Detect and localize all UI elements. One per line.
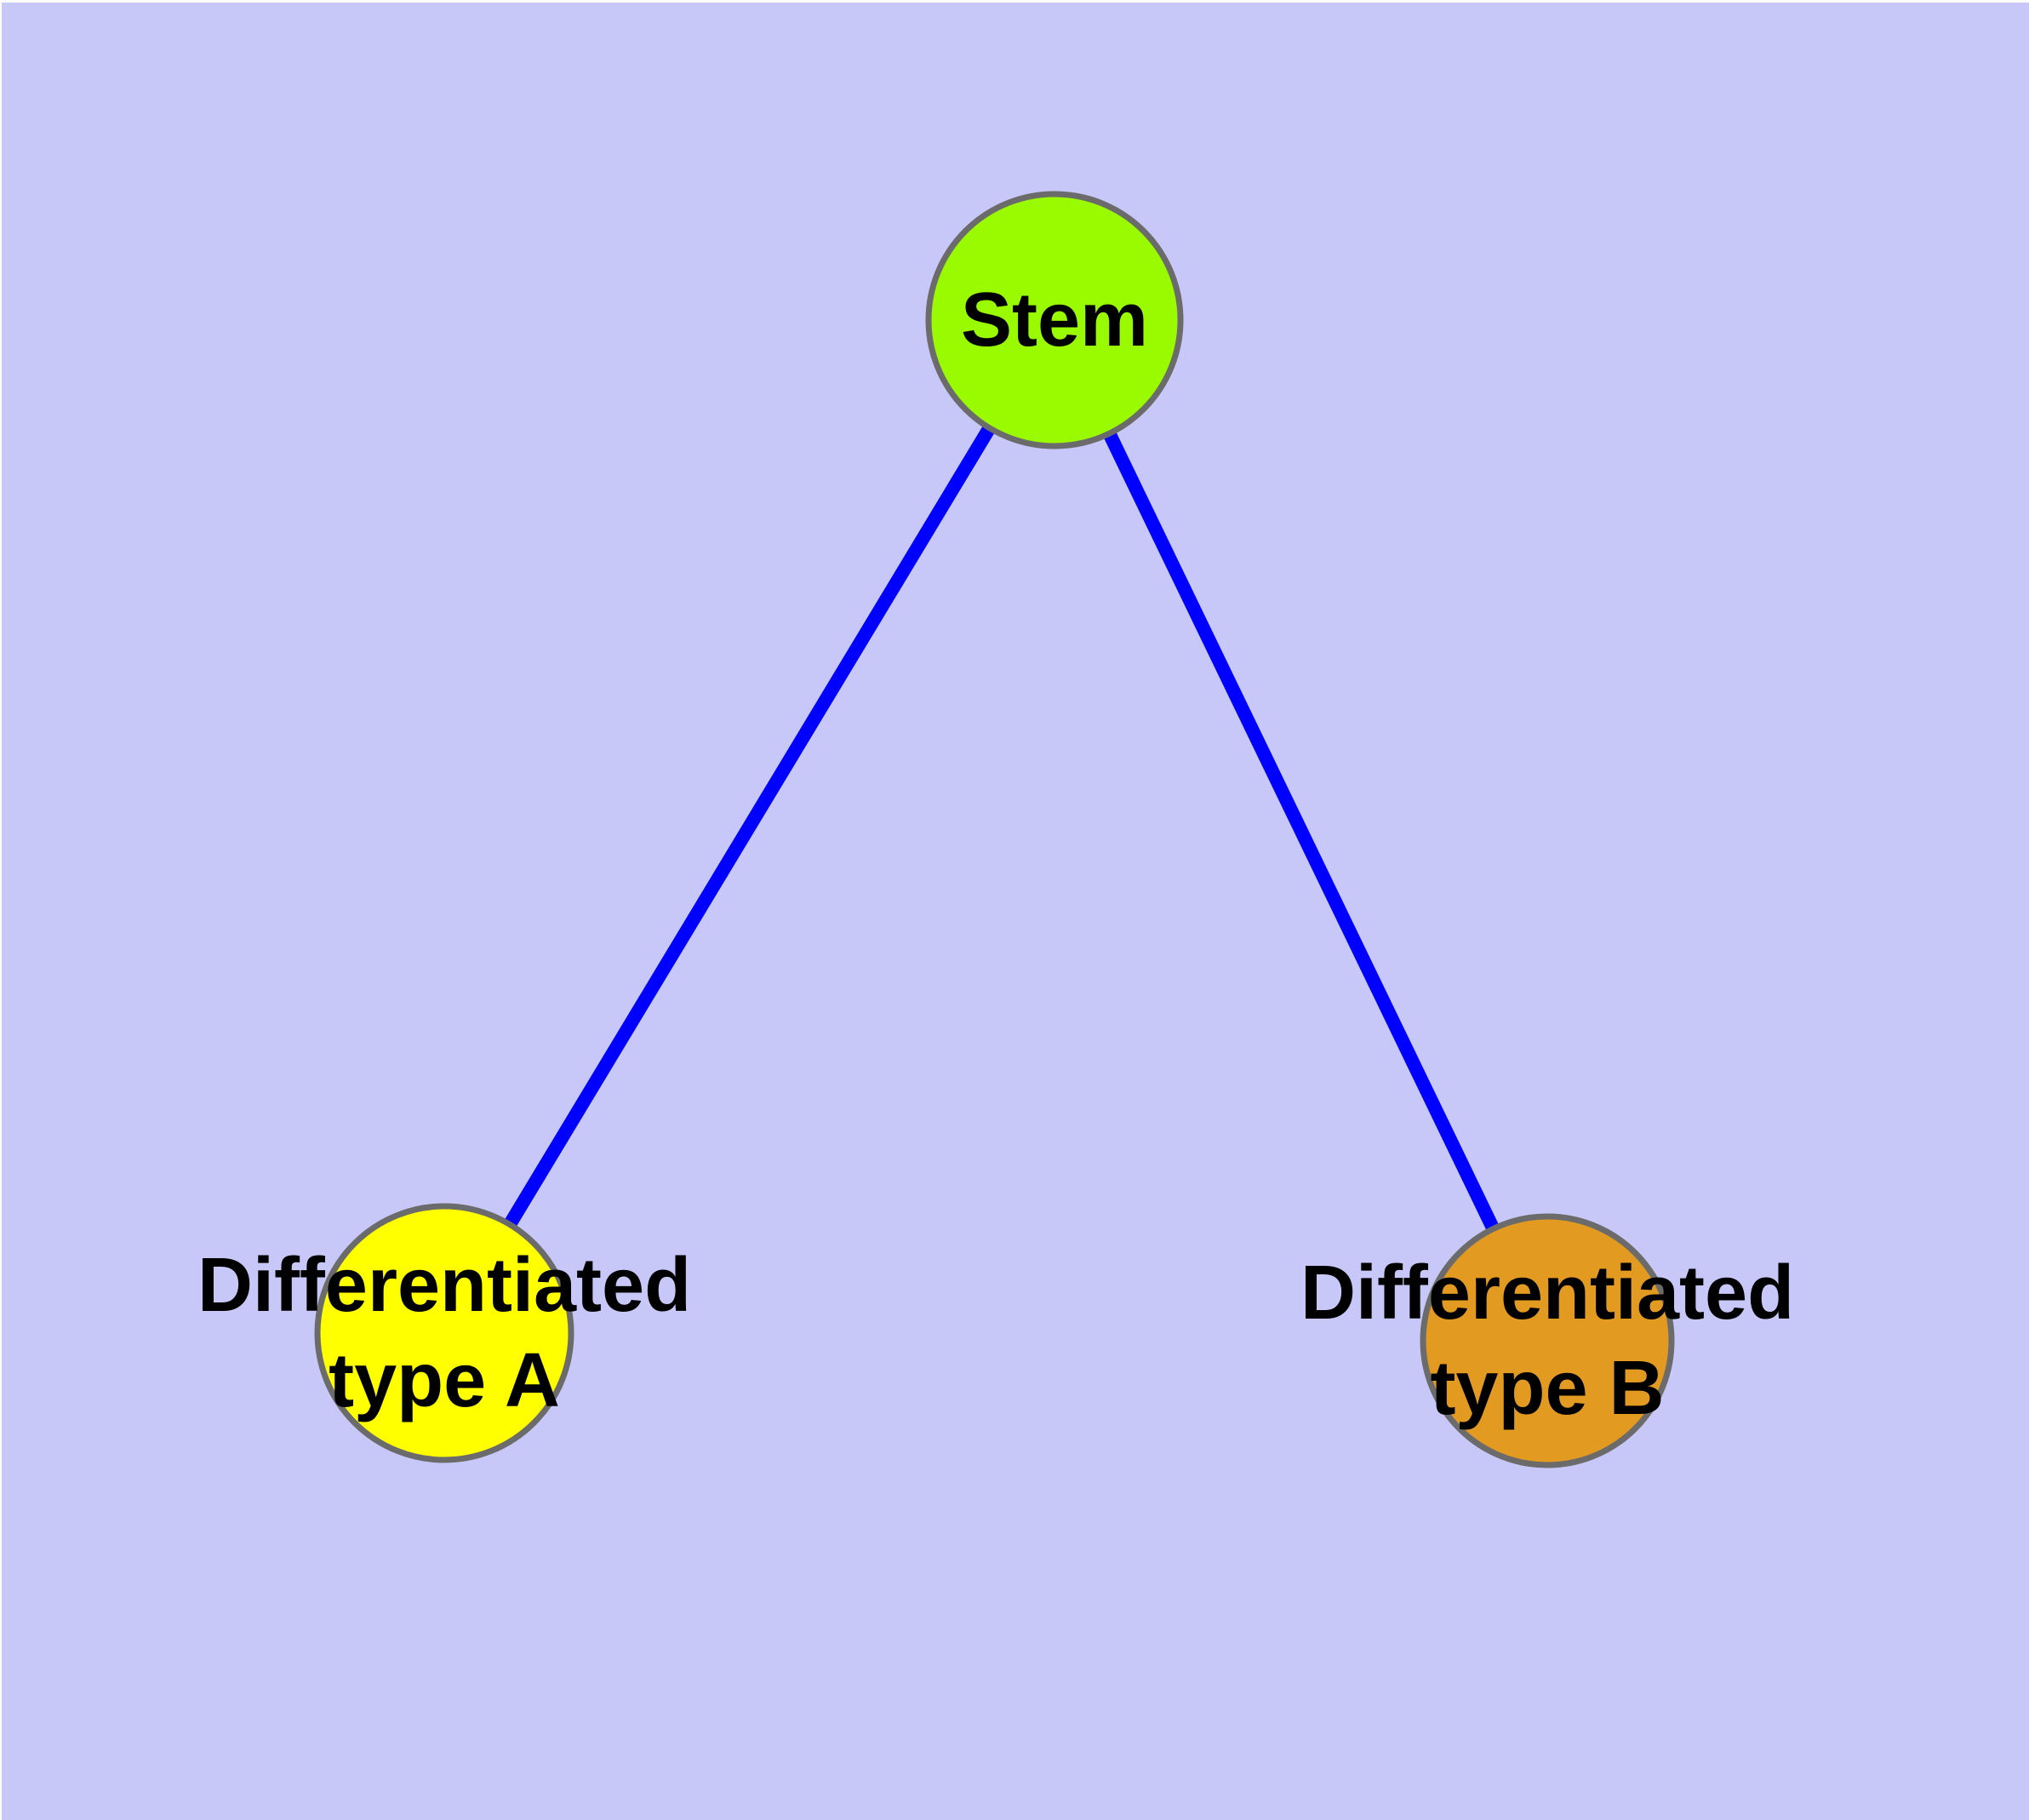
edge-stem-diff-b — [1048, 317, 1554, 1344]
edges-layer — [438, 316, 1554, 1344]
node-diff-b-circle — [1420, 1213, 1675, 1468]
edge-stem-diff-a — [438, 316, 1060, 1337]
nodes-layer — [314, 191, 1675, 1468]
node-stem-circle — [925, 191, 1184, 449]
node-diff-a-circle — [314, 1203, 574, 1463]
graph-svg — [2, 3, 2029, 1820]
